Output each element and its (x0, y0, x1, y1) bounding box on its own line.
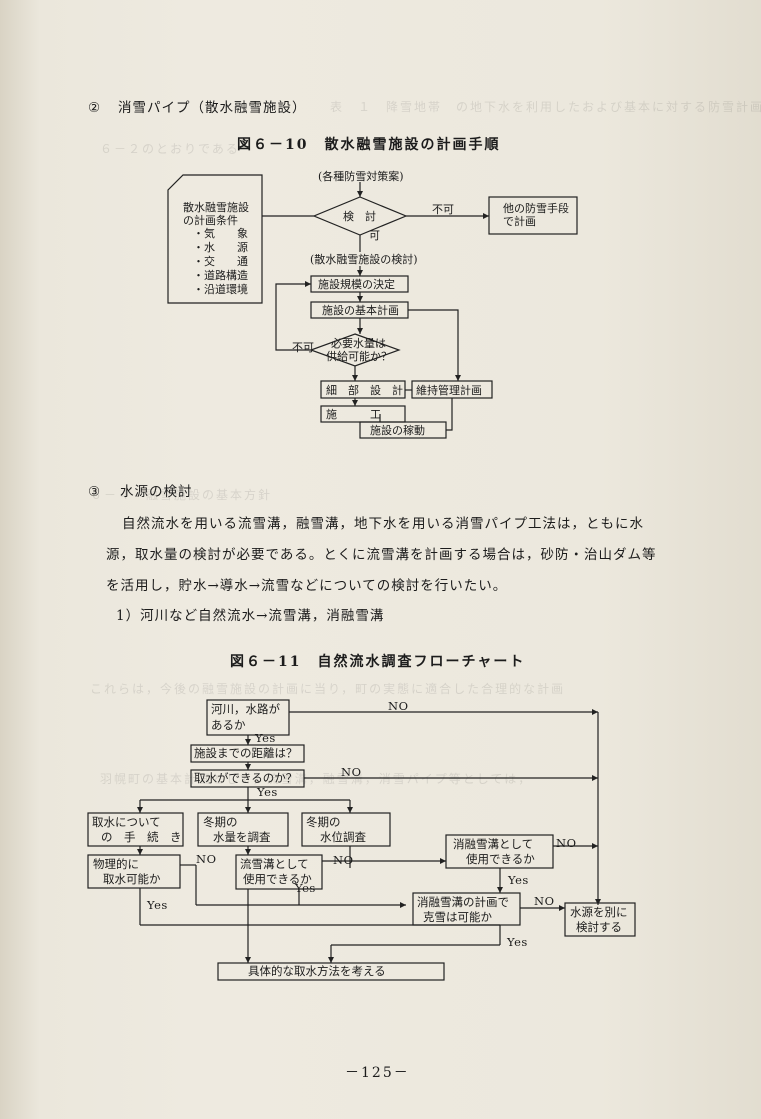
detail-label: 細 部 設 計 (326, 384, 403, 397)
ryusetsu-box (235, 854, 323, 890)
physical-line2: 取水可能か (103, 872, 161, 886)
section-number: ② (88, 100, 102, 116)
other-source-line2: 検討する (576, 920, 622, 934)
yes-label: Yes (295, 881, 316, 895)
kokusetsu-line2: 克雪は可能か (423, 910, 492, 924)
other-source-box (564, 902, 636, 937)
winter-level-line2: 水位調査 (320, 830, 366, 844)
winter-amount-line2: 水量を調査 (213, 830, 271, 844)
yes-label: Yes (255, 731, 276, 745)
shoyu-line1: 消融雪溝として (453, 837, 534, 851)
no-label: NO (388, 699, 409, 713)
other-line2: で計画 (503, 215, 536, 228)
figure-caption: 図６－10 散水融雪施設の計画手順 (237, 137, 501, 153)
physical-line1: 物理的に (93, 857, 139, 871)
study-label: 検 討 (343, 210, 376, 223)
q2-label: 施設までの距離は？ (194, 746, 298, 760)
other-box (488, 196, 578, 235)
operation-label: 施設の稼動 (370, 424, 425, 437)
basic-plan-label: 施設の基本計画 (322, 304, 399, 317)
yes-label: Yes (147, 898, 168, 912)
no-label: NO (534, 894, 555, 908)
other-line1: 他の防雪手段 (503, 202, 569, 215)
yes-label: Yes (257, 785, 278, 799)
water-q-line2: 供給可能か？ (326, 350, 392, 363)
no-label: NO (556, 836, 577, 850)
paragraph-line: 自然流水を用いる流雪溝，融雪溝，地下水を用いる消雪パイプ工法は，ともに水 (122, 516, 644, 532)
construction-label: 施 工 (326, 408, 381, 421)
bleed-through-text: これらは，今後の融雪施設の計画に当り，町の実態に適合した合理的な計画 (90, 682, 566, 696)
maintenance-label: 維持管理計画 (416, 384, 482, 397)
physical-box (87, 854, 181, 889)
condition-item: ・気 象 (193, 227, 248, 240)
condition-item: ・交 通 (193, 255, 248, 268)
bleed-through-text: 表 １ 降雪地帯 の地下水を利用したおよび基本に対する防雪計画 (330, 100, 761, 114)
bleed-through-text: ６－４ 融雪施設の基本方針 (90, 488, 273, 502)
concrete-label: 具体的な取水方法を考える (248, 964, 386, 978)
page-number: －125－ (345, 1065, 410, 1081)
section-title: 水源の検討 (120, 484, 193, 500)
yes-label: Yes (508, 873, 529, 887)
scale-label: 施設規模の決定 (318, 278, 395, 291)
no-label: NO (196, 852, 217, 866)
bleed-through-text: 羽幌町の基本計画として，流雪溝，融雪溝，消雪パイプ等としては， (100, 772, 533, 786)
ok-label: 可 (369, 229, 380, 242)
conditions-title-line1: 散水融雪施設 (183, 201, 249, 214)
winter-amount-line1: 冬期の (203, 815, 238, 829)
facility-study-label: (散水融雪施設の検討) (310, 253, 418, 266)
condition-item: ・水 源 (193, 241, 248, 254)
condition-item: ・道路構造 (193, 269, 248, 282)
condition-item: ・沿道環境 (193, 283, 248, 296)
ryusetsu-line2: 使用できるか (243, 872, 312, 886)
winter-level-line1: 冬期の (306, 815, 341, 829)
q1-line1: 河川，水路が (211, 702, 280, 716)
start-label: (各種防雪対策案) (318, 170, 404, 183)
conditions-box (167, 174, 263, 304)
section-number: ③ (88, 484, 102, 500)
water-q-line1: 必要水量は (331, 337, 386, 350)
winter-level-box (301, 812, 391, 847)
kokusetsu-line1: 消融雪溝の計画で (417, 895, 509, 909)
shoyu-line2: 使用できるか (466, 852, 535, 866)
winter-amount-box (197, 812, 289, 847)
no-label: NO (341, 765, 362, 779)
sub-heading: 1）河川など自然流水→流雪溝，消融雪溝 (116, 608, 385, 624)
ryusetsu-line1: 流雪溝として (240, 857, 309, 871)
section-title: 消雪パイプ（散水融雪施設） (118, 100, 307, 116)
yes-label: Yes (507, 935, 528, 949)
other-source-line1: 水源を別に (570, 905, 628, 919)
no-label: NO (333, 853, 354, 867)
q3-label: 取水ができるのか？ (194, 771, 298, 785)
ng-label: 不可 (432, 203, 454, 216)
paragraph-line: 源，取水量の検討が必要である。とくに流雪溝を計画する場合は，砂防・治山ダム等 (106, 547, 657, 563)
ng2-label: 不可 (292, 341, 314, 354)
bleed-through-text: ６－２のとおりである (100, 142, 240, 156)
paragraph-line: を活用し，貯水→導水→流雪などについての検討を行いたい。 (106, 578, 508, 594)
conditions-title-line2: の計画条件 (183, 214, 238, 227)
procedure-line2: の 手 続 き (101, 830, 182, 844)
procedure-box (87, 812, 184, 847)
q1-line2: あるか (211, 718, 246, 732)
figure-caption: 図６－11 自然流水調査フローチャート (230, 654, 526, 670)
procedure-line1: 取水について (92, 815, 161, 829)
